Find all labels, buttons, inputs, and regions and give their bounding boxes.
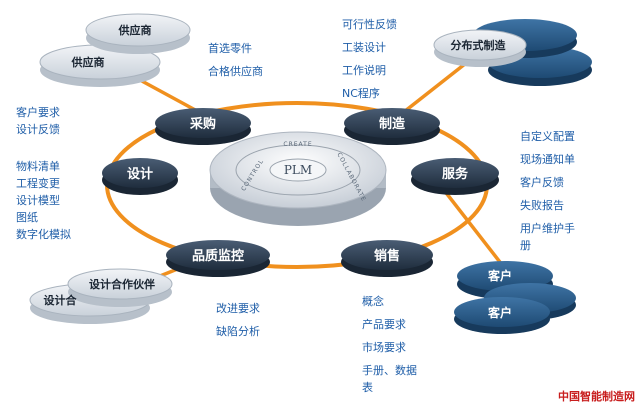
design-partner-stack: 设计合 设计合作伙伴	[29, 268, 173, 324]
quality-items: 改进要求 缺陷分析	[216, 302, 260, 338]
distributed-label: 分布式制造	[451, 38, 507, 52]
purchase-items: 首选零件 合格供应商	[208, 42, 263, 78]
supplier-stack: 供应商 供应商	[39, 13, 191, 87]
svg-text:品质监控: 品质监控	[192, 248, 244, 264]
customer-top-label: 客户	[487, 268, 512, 283]
customer-bottom-label: 客户	[487, 305, 512, 320]
design-partner-bottom-label: 设计合	[44, 293, 78, 307]
design-items-b: 物料清单 工程变更 设计模型 图纸 数字化模拟	[16, 160, 71, 241]
node-manufacture: 制造	[344, 108, 440, 145]
svg-text:采购: 采购	[189, 116, 216, 132]
manufacture-items: 可行性反馈 工装设计 工作说明 NC程序	[342, 18, 397, 100]
supplier-top-label: 供应商	[118, 23, 152, 37]
service-items: 自定义配置 现场通知单 客户反馈 失败报告 用户维护手 册	[520, 130, 575, 252]
svg-text:服务: 服务	[442, 166, 469, 182]
node-service: 服务	[411, 158, 499, 195]
svg-text:销售: 销售	[374, 248, 400, 264]
node-design: 设计	[102, 158, 178, 195]
plm-hub: PLM CREATE COLLABORATE CONTROL	[209, 131, 387, 226]
distributed-manufacturing-stack: 分布式制造	[433, 19, 592, 86]
node-purchase: 采购	[155, 108, 251, 145]
watermark: 中国智能制造网	[558, 390, 635, 403]
svg-text:制造: 制造	[379, 116, 406, 132]
node-quality: 品质监控	[166, 240, 270, 277]
design-partner-top-label: 设计合作伙伴	[89, 277, 155, 291]
ring-word-create: CREATE	[283, 141, 312, 148]
customer-stack: 客户 客户	[454, 261, 576, 334]
sales-items: 概念 产品要求 市场要求 手册、数据 表	[362, 295, 417, 394]
supplier-bottom-label: 供应商	[71, 55, 105, 69]
svg-text:设计: 设计	[127, 166, 153, 182]
hub-title: PLM	[284, 163, 312, 177]
design-items-a: 客户要求 设计反馈	[16, 106, 60, 136]
node-sales: 销售	[341, 240, 433, 277]
